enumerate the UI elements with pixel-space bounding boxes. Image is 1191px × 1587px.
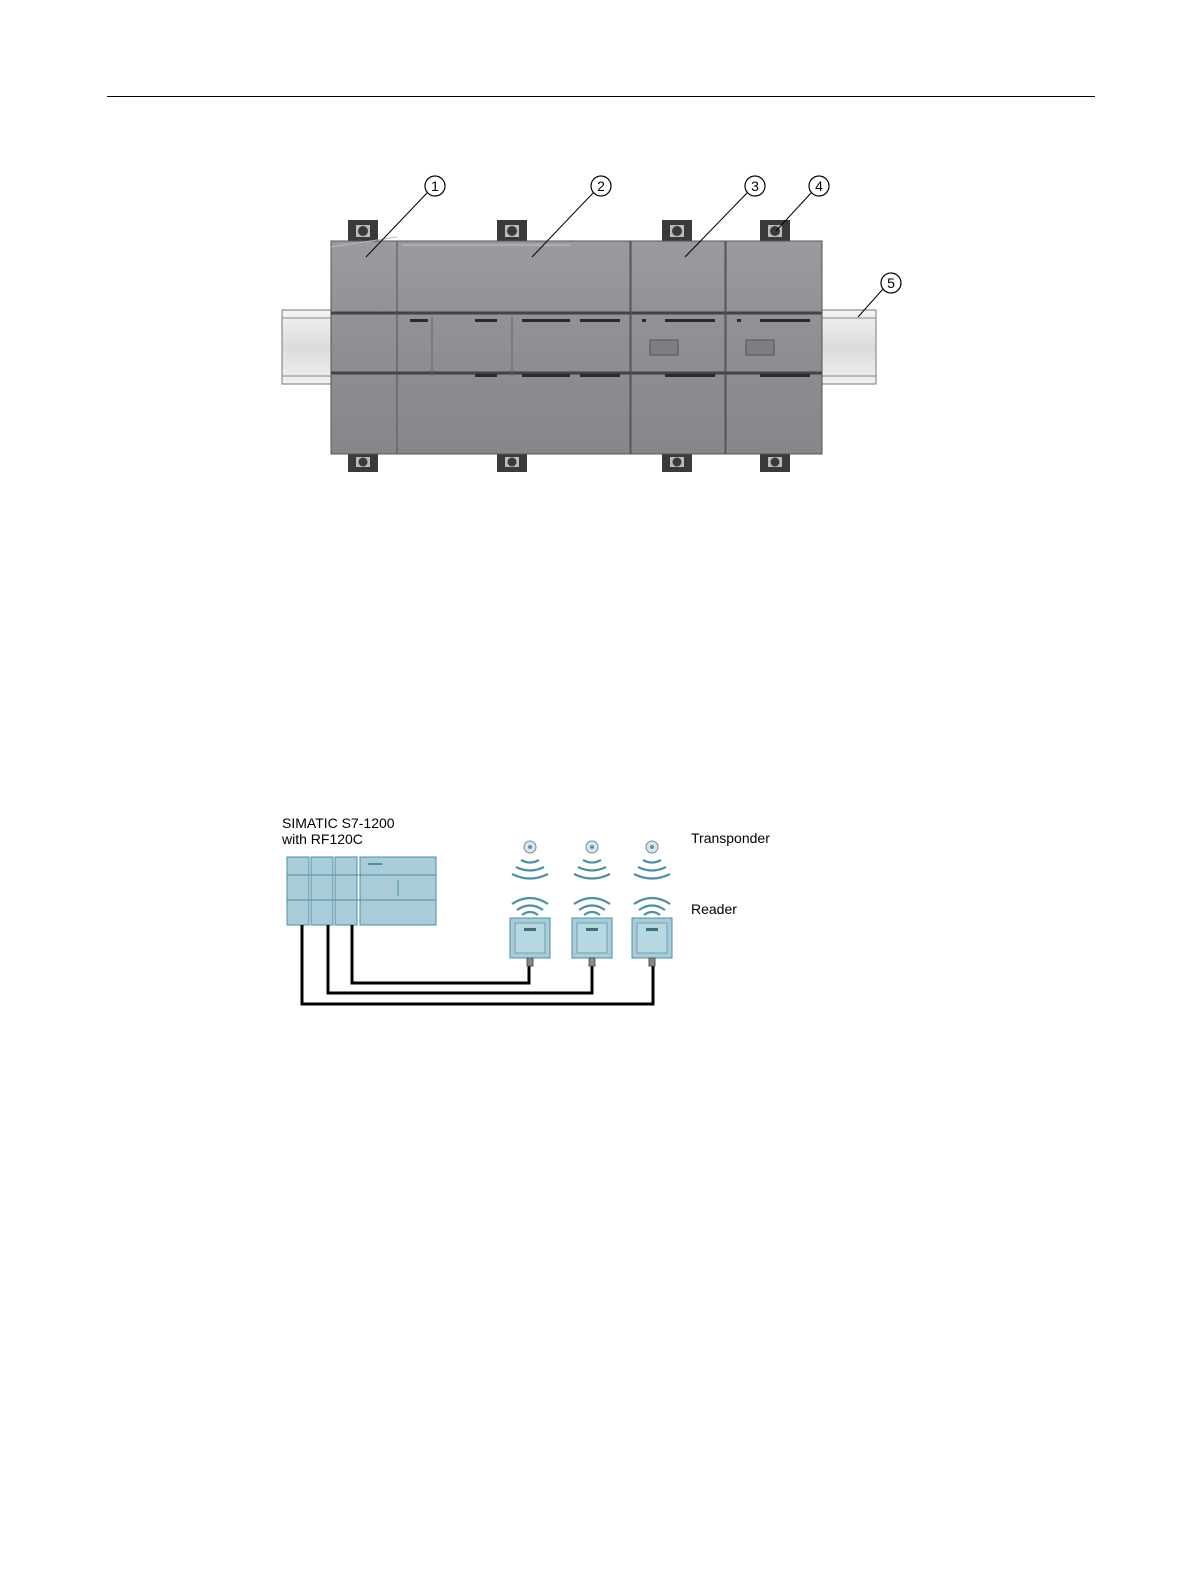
transponders [512,841,670,879]
transponder-label: Transponder [691,830,770,846]
comm-module [311,857,333,925]
mounting-clip [348,220,378,243]
plc-din-rail-figure: 1 2 3 4 5 [270,165,930,485]
rfid-system-diagram: SIMATIC S7-1200 with RF120C Transponder … [270,800,830,1025]
callout-3: 3 [751,178,759,194]
mounting-clip [662,220,692,243]
signal-module [631,241,725,454]
cable-reader-1 [352,925,529,983]
plc-label-line1: SIMATIC S7-1200 [282,815,395,831]
callout-2: 2 [597,178,605,194]
header-rule [107,96,1095,97]
reader [572,898,612,966]
plc-station [287,857,436,925]
cpu-module [397,241,630,454]
transponder [634,841,670,879]
reader [510,898,550,966]
signal-module [726,241,822,454]
mounting-clip [760,452,790,472]
callout-1: 1 [431,178,439,194]
mounting-clip [497,220,527,243]
mounting-clip [662,452,692,472]
callout-4: 4 [815,178,823,194]
mounting-clip [760,220,790,243]
callout-5: 5 [887,275,895,291]
comm-module [335,857,357,925]
mounting-clip [348,452,378,472]
reader [632,898,672,966]
reader-label: Reader [691,901,737,917]
mounting-clip [497,452,527,472]
transponder [574,841,610,879]
transponder [512,841,548,879]
readers [510,898,672,966]
communication-module [331,237,397,454]
plc-label-line2: with RF120C [281,831,363,847]
comm-module [287,857,309,925]
